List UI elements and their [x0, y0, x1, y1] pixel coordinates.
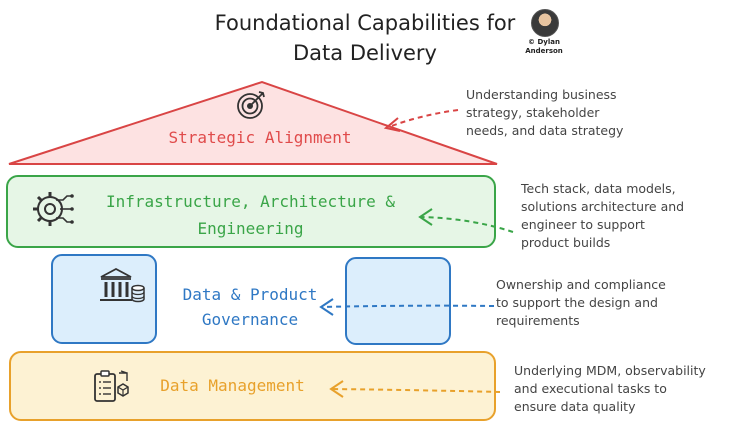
infrastructure-note-line: engineer to support [521, 217, 645, 232]
author-line-2: Anderson [525, 47, 563, 55]
author-line-1: © Dylan [528, 38, 560, 46]
infrastructure-note-line: product builds [521, 235, 611, 250]
management-bar-shape [9, 351, 496, 421]
infrastructure-label: Infrastructure, Architecture & Engineeri… [78, 188, 423, 242]
strategic-roof-shape [8, 80, 498, 165]
infrastructure-label-line-2: Engineering [197, 219, 304, 238]
governance-label: Data & Product Governance [160, 282, 340, 332]
strategic-note: Understanding business strategy, stakeho… [466, 86, 623, 140]
strategic-label: Strategic Alignment [168, 128, 352, 147]
title-line-1: Foundational Capabilities for [214, 11, 516, 35]
governance-note: Ownership and compliance to support the … [496, 276, 666, 330]
gear-circuit-icon [30, 186, 76, 232]
governance-note-line: Ownership and compliance [496, 277, 666, 292]
bank-database-icon [98, 266, 146, 306]
governance-note-line: to support the design and [496, 295, 658, 310]
diagram-title: Foundational Capabilities for Data Deliv… [200, 8, 530, 68]
strategic-arrow [385, 109, 459, 129]
strategic-note-line: strategy, stakeholder [466, 105, 600, 120]
governance-right-pillar [345, 257, 451, 345]
infrastructure-label-line-1: Infrastructure, Architecture & [106, 192, 395, 211]
governance-arrow [320, 304, 495, 308]
strategic-note-line: Understanding business [466, 87, 617, 102]
management-note-line: Underlying MDM, observability [514, 363, 706, 378]
management-note: Underlying MDM, observability and execut… [514, 362, 706, 416]
target-icon [235, 89, 267, 121]
infrastructure-note-line: Tech stack, data models, [521, 181, 676, 196]
management-note-line: and executional tasks to [514, 381, 667, 396]
strategic-note-line: needs, and data strategy [466, 123, 624, 138]
author-byline: © Dylan Anderson [518, 38, 570, 56]
title-line-2: Data Delivery [293, 41, 437, 65]
management-note-line: ensure data quality [514, 399, 636, 414]
governance-label-line-2: Governance [201, 310, 299, 329]
management-label: Data Management [160, 376, 305, 395]
infrastructure-note: Tech stack, data models, solutions archi… [521, 180, 684, 252]
author-avatar [531, 9, 559, 37]
management-arrow [330, 388, 501, 393]
infrastructure-note-line: solutions architecture and [521, 199, 685, 214]
checklist-icon [92, 369, 132, 405]
governance-note-line: requirements [496, 313, 580, 328]
infrastructure-bar-shape [6, 175, 496, 248]
governance-label-line-1: Data & Product [182, 285, 318, 304]
infrastructure-arrow [419, 216, 514, 233]
